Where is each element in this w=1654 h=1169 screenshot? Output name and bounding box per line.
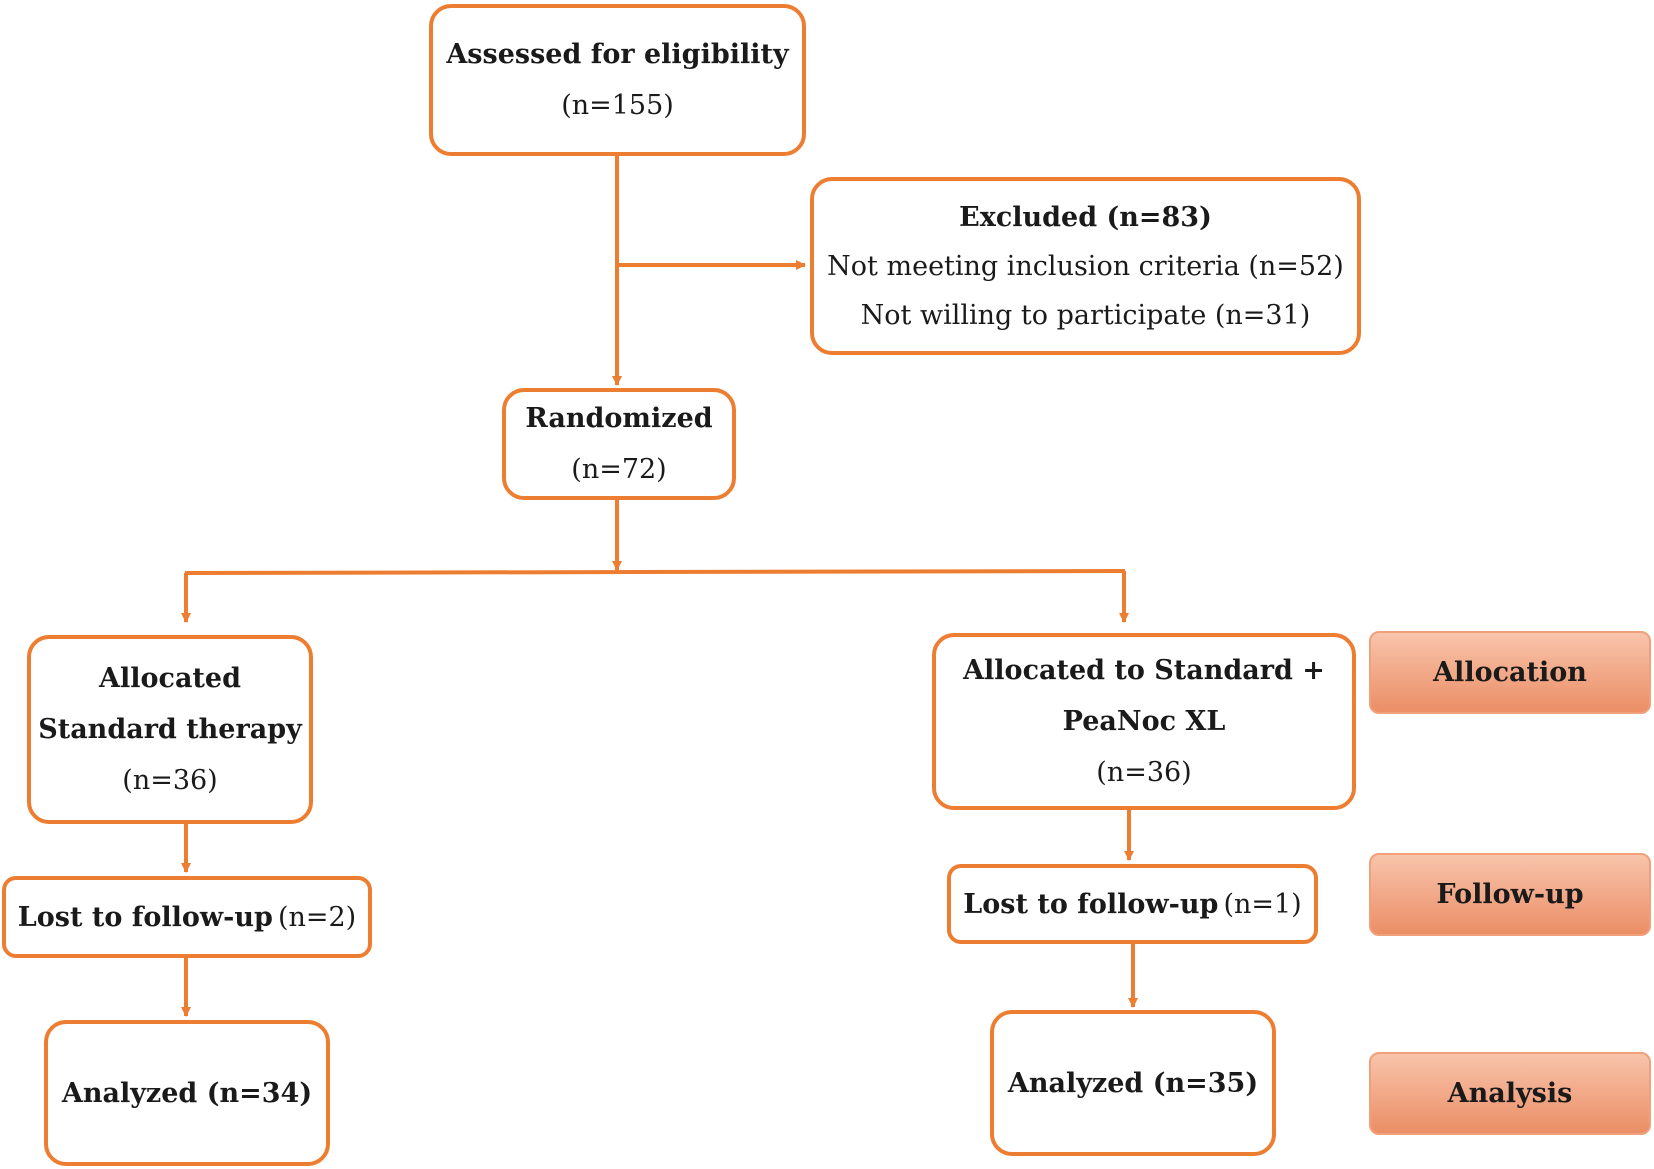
left-lost-text: Lost to follow-up (n=2) bbox=[18, 904, 356, 931]
excluded-title: Excluded (n=83) bbox=[959, 201, 1212, 233]
assessed-box: Assessed for eligibility (n=155) bbox=[429, 4, 806, 156]
left-allocated-line1: Allocated bbox=[99, 663, 241, 694]
excluded-box: Excluded (n=83) Not meeting inclusion cr… bbox=[810, 177, 1361, 355]
stage-analysis-label: Analysis bbox=[1369, 1052, 1651, 1135]
left-analyzed-box: Analyzed (n=34) bbox=[44, 1020, 330, 1166]
assessed-count: (n=155) bbox=[561, 90, 674, 121]
left-analyzed-text: Analyzed (n=34) bbox=[61, 1077, 313, 1109]
assessed-title: Assessed for eligibility bbox=[446, 39, 789, 70]
left-allocated-line2: Standard therapy bbox=[38, 714, 302, 745]
randomized-box: Randomized (n=72) bbox=[502, 388, 736, 500]
randomized-count: (n=72) bbox=[571, 454, 667, 485]
left-allocated-count: (n=36) bbox=[122, 765, 218, 796]
right-analyzed-box: Analyzed (n=35) bbox=[990, 1010, 1276, 1156]
left-lost-count: (n=2) bbox=[277, 901, 357, 933]
excluded-reason-inclusion: Not meeting inclusion criteria (n=52) bbox=[827, 250, 1344, 282]
right-lost-text: Lost to follow-up (n=1) bbox=[963, 891, 1301, 918]
left-lost-label: Lost to follow-up bbox=[17, 901, 273, 933]
right-lost-box: Lost to follow-up (n=1) bbox=[947, 864, 1318, 944]
stage-follow-up-label: Follow-up bbox=[1369, 853, 1651, 936]
right-analyzed-text: Analyzed (n=35) bbox=[1007, 1067, 1259, 1099]
left-allocated-box: Allocated Standard therapy (n=36) bbox=[27, 635, 313, 824]
right-allocated-line2: PeaNoc XL bbox=[1062, 706, 1226, 737]
split-line bbox=[184, 569, 1126, 575]
stage-allocation-label: Allocation bbox=[1369, 631, 1651, 714]
excluded-reason-unwilling: Not willing to participate (n=31) bbox=[860, 299, 1311, 331]
right-lost-label: Lost to follow-up bbox=[963, 888, 1219, 920]
right-lost-count: (n=1) bbox=[1223, 888, 1302, 920]
right-allocated-line1: Allocated to Standard + bbox=[963, 655, 1325, 686]
left-lost-box: Lost to follow-up (n=2) bbox=[2, 876, 372, 958]
right-allocated-count: (n=36) bbox=[1096, 757, 1192, 788]
right-allocated-box: Allocated to Standard + PeaNoc XL (n=36) bbox=[932, 633, 1356, 810]
randomized-title: Randomized bbox=[525, 403, 713, 434]
